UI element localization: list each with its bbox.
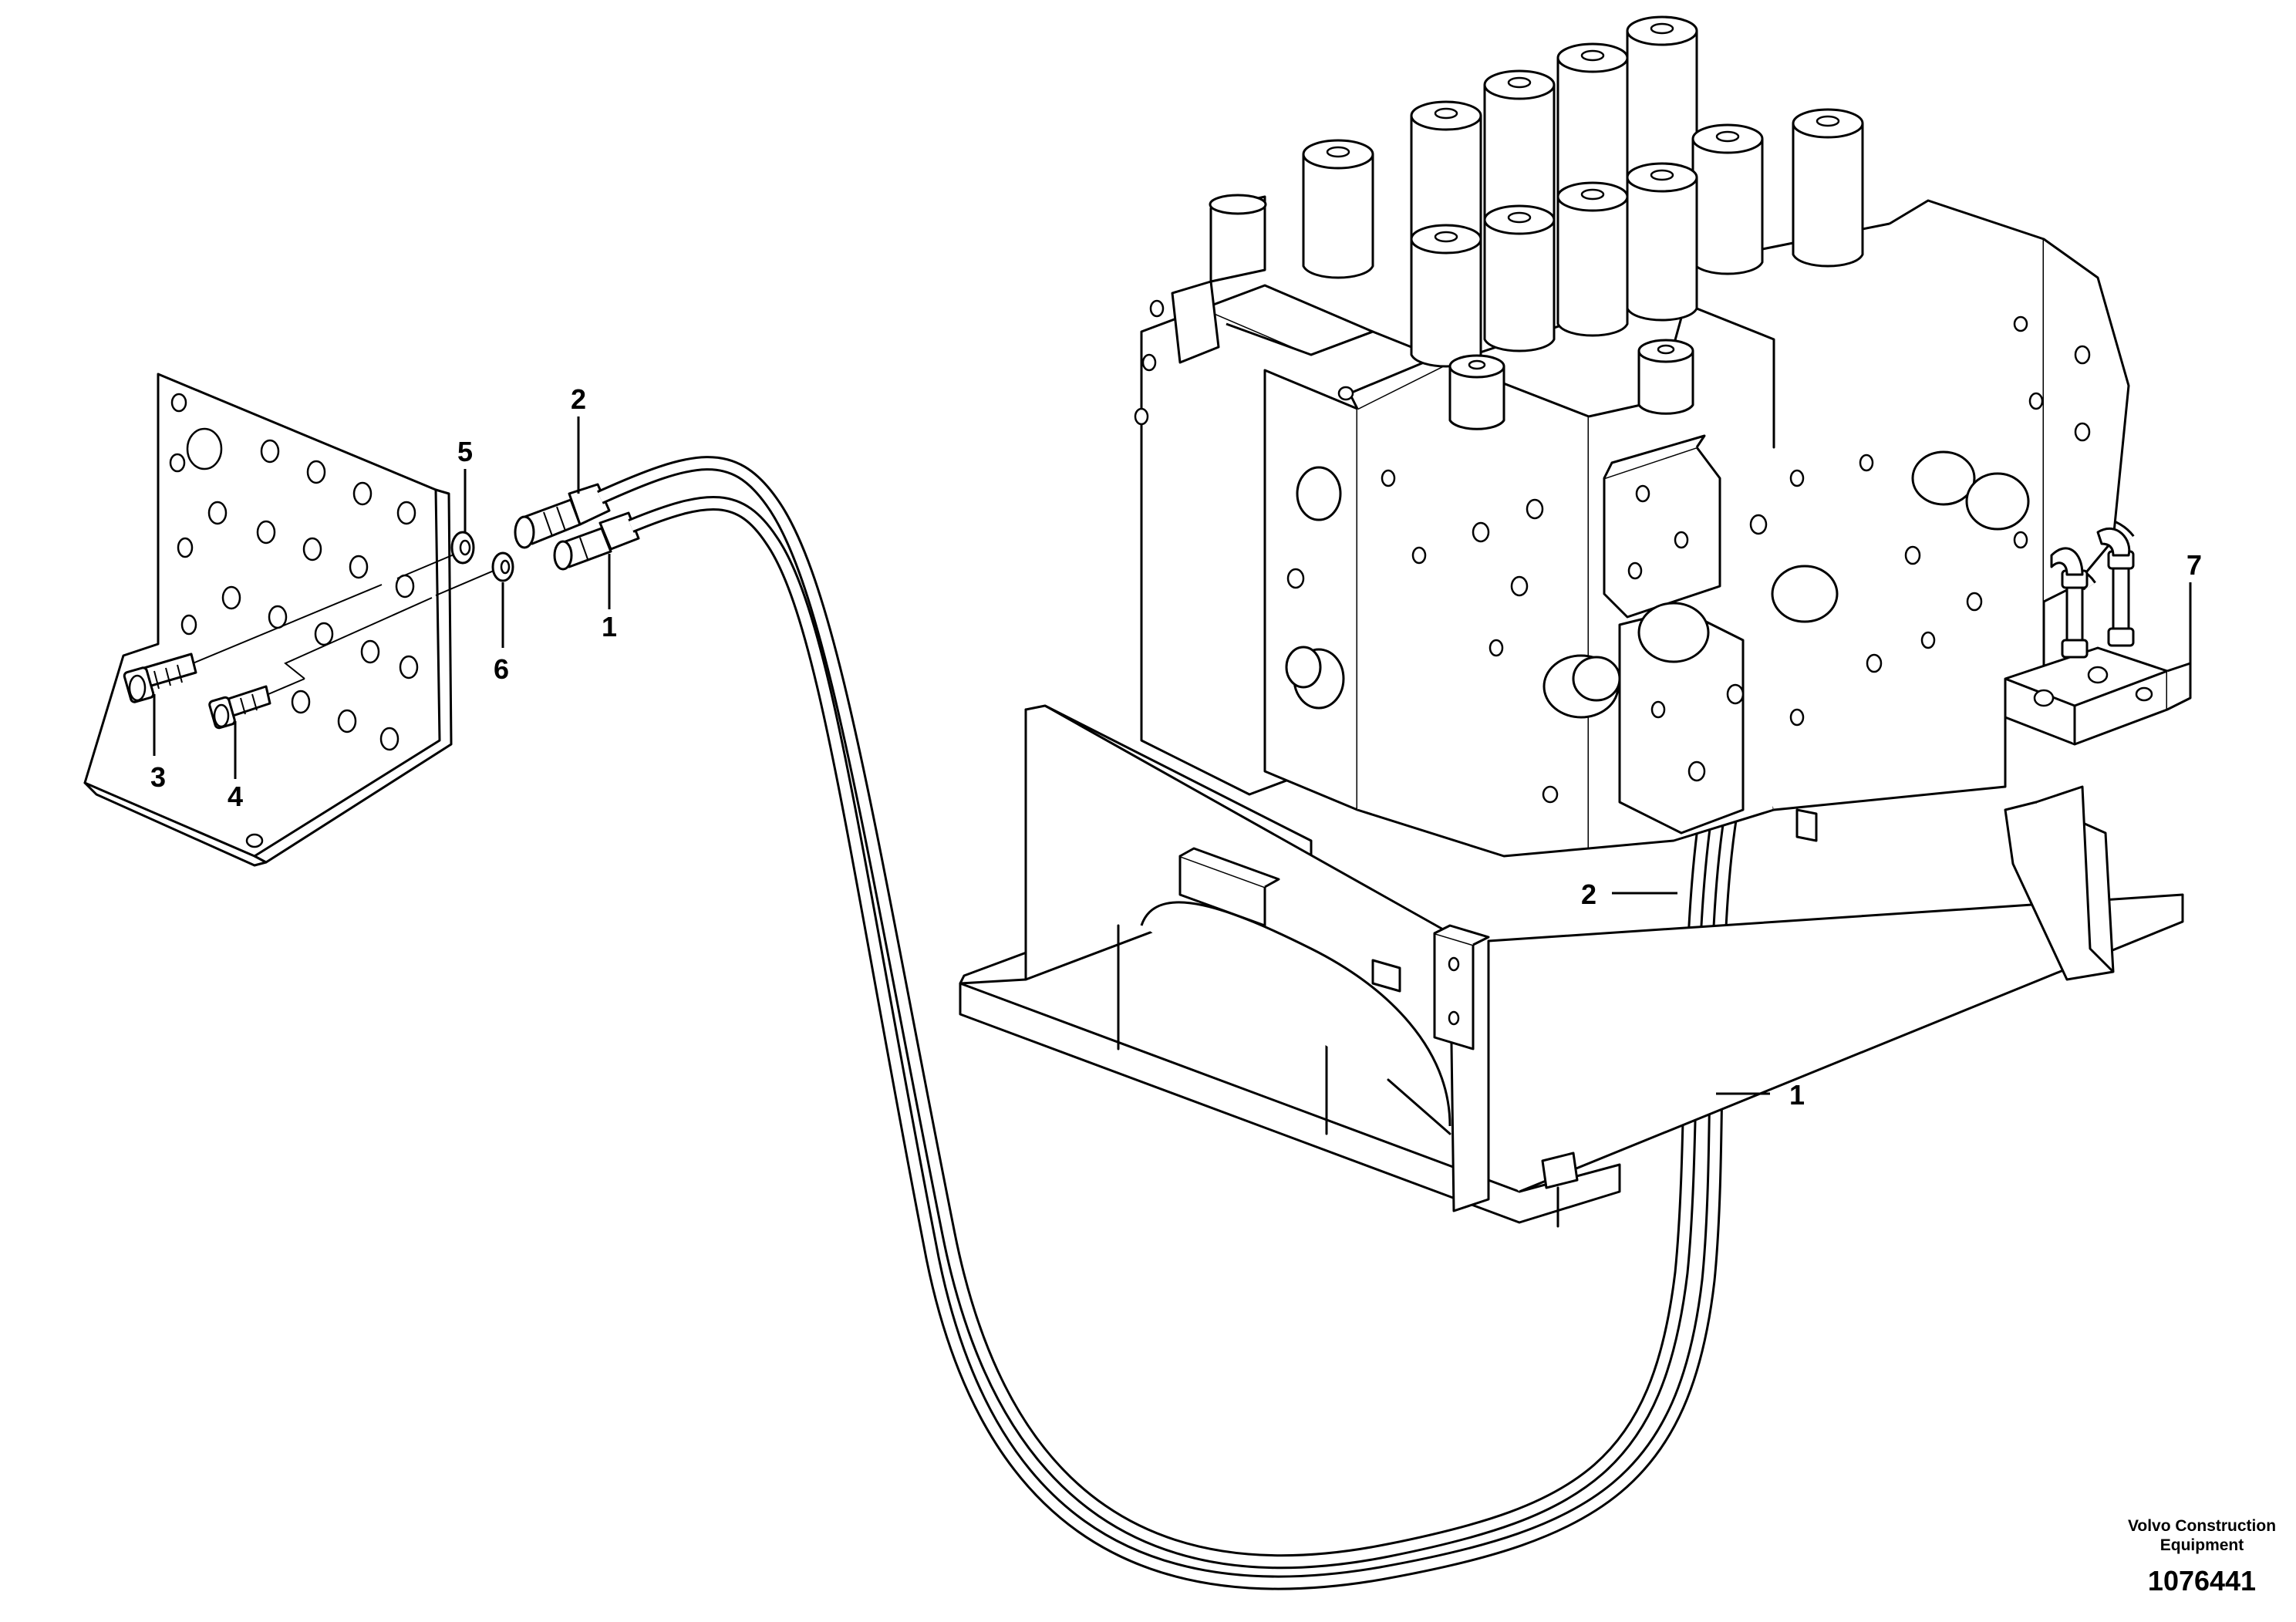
- drawing-number: 1076441: [2148, 1565, 2256, 1597]
- callout-1-left: 1: [602, 611, 617, 642]
- mounting-bracket-plate: [83, 373, 453, 867]
- spool-caps: [1302, 15, 1864, 430]
- callout-2-right: 2: [1581, 878, 1596, 910]
- control-valve-assembly: [959, 15, 2184, 1228]
- callout-4: 4: [228, 781, 243, 812]
- valve-port-holes: [1134, 299, 2091, 804]
- valve-base-frame: [959, 704, 2184, 1228]
- hose-end-fitting-2: [514, 483, 611, 549]
- bracket-holes: [169, 393, 419, 848]
- callout-labels: 1 2 3 4 5 6 7 2 1: [150, 383, 2202, 1111]
- company-name-line2: Equipment: [2160, 1536, 2244, 1554]
- hose-end-fitting-1: [553, 511, 640, 571]
- callout-5: 5: [457, 436, 473, 467]
- leader-lines: [153, 416, 2192, 1095]
- company-name-line1: Volvo Construction: [2128, 1517, 2276, 1535]
- washer-6: [491, 551, 514, 582]
- callout-6: 6: [494, 653, 509, 685]
- valve-block-7: [2004, 527, 2192, 746]
- adapter-3: [123, 653, 197, 703]
- footer-block: Volvo Construction Equipment 1076441: [2128, 1517, 2276, 1597]
- callout-2-left: 2: [571, 383, 586, 415]
- adapter-4: [208, 685, 271, 730]
- alignment-lines: [192, 548, 494, 695]
- callout-7: 7: [2186, 549, 2202, 581]
- callout-1-right: 1: [1789, 1079, 1805, 1111]
- callout-3: 3: [150, 761, 166, 793]
- valve-body: [1134, 194, 2130, 858]
- washer-5: [450, 531, 475, 565]
